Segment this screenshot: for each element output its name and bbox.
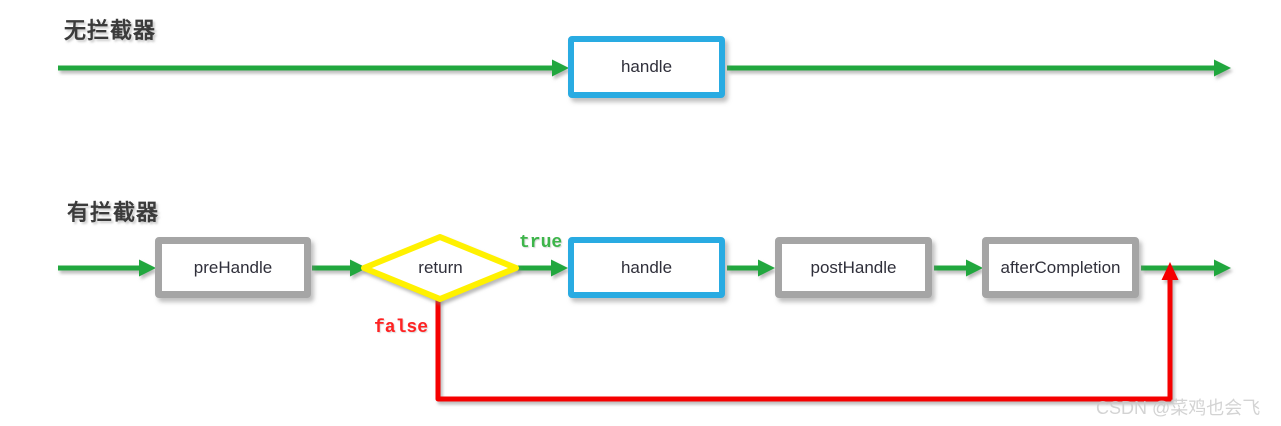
false-branch-label: false: [374, 318, 429, 338]
csdn-watermark: CSDN @菜鸡也会飞: [1096, 398, 1261, 418]
section-title-no-interceptor: 无拦截器: [64, 18, 157, 43]
flow-arrow-response-out: [1141, 259, 1231, 277]
node-handle-with-interceptor: handle: [568, 237, 725, 298]
node-label: afterCompletion: [1000, 257, 1121, 277]
decision-diamond: [361, 234, 519, 302]
flow-arrow-decision-to-handle: [514, 259, 568, 277]
true-branch-label: true: [519, 233, 563, 253]
decision-diamond-label: return: [418, 258, 463, 277]
flow-arrow-prehandle-to-decision: [312, 259, 367, 277]
node-handle-no-interceptor: handle: [568, 36, 725, 98]
node-label: preHandle: [193, 257, 273, 277]
node-prehandle: preHandle: [155, 237, 311, 298]
node-posthandle: postHandle: [775, 237, 932, 298]
section-title-with-interceptor: 有拦截器: [67, 200, 160, 225]
node-label: postHandle: [810, 257, 897, 277]
node-aftercompletion: afterCompletion: [982, 237, 1139, 298]
flow-arrow-handle-to-posthandle: [727, 259, 775, 277]
flow-arrow-request-in: [58, 259, 156, 277]
false-branch-arrow: [435, 262, 1179, 402]
flow-arrow-top-response: [727, 59, 1231, 77]
flow-arrow-top-request: [58, 59, 569, 77]
node-label: handle: [620, 57, 673, 76]
flow-arrow-posthandle-to-aftercompletion: [934, 259, 983, 277]
node-label: handle: [620, 257, 673, 277]
